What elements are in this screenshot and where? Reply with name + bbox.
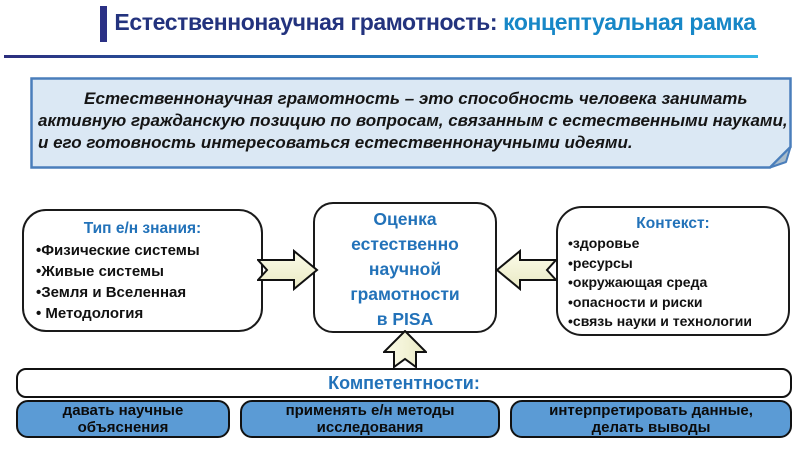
context-box: Контекст: •здоровье •ресурсы •окружающая… (556, 206, 790, 336)
definition-line: активную гражданскую позицию по вопросам… (38, 111, 788, 130)
context-title: Контекст: (636, 215, 710, 232)
notched-right-arrow-icon (257, 249, 319, 291)
title-divider (4, 55, 758, 58)
definition-callout: Естественнонаучная грамотность – это спо… (30, 77, 792, 169)
competency-line: делать выводы (591, 419, 711, 436)
definition-text: Естественнонаучная грамотность – это спо… (38, 88, 788, 154)
title-accent-bar (100, 6, 107, 42)
competency-line: интерпретировать данные, (549, 401, 753, 419)
competency-line: объяснения (77, 419, 169, 436)
competency-box-methods: применять е/н методы исследования (240, 400, 500, 438)
competency-line: исследования (316, 419, 424, 436)
knowledge-type-box: Тип е/н знания: •Физические системы •Жив… (22, 209, 263, 332)
list-item: •опасности и риски (568, 293, 703, 310)
page-title: Естественнонаучная грамотность: концепту… (70, 9, 800, 36)
list-item: •окружающая среда (568, 274, 708, 290)
list-item: •связь науки и технологии (568, 313, 752, 329)
notched-left-arrow-icon (495, 249, 557, 291)
center-line: Оценка (373, 209, 437, 229)
competency-box-explanations: давать научные объяснения (16, 400, 230, 438)
list-item: •ресурсы (568, 254, 633, 271)
definition-line: и его готовность интересоваться естестве… (38, 133, 633, 152)
center-line: научной (368, 259, 442, 279)
definition-line: Естественнонаучная грамотность – это спо… (84, 89, 748, 108)
competency-box-interpret: интерпретировать данные, делать выводы (510, 400, 792, 438)
competencies-title: Компетентности: (328, 372, 480, 393)
competency-line: давать научные (62, 401, 184, 419)
knowledge-type-title: Тип е/н знания: (83, 220, 202, 237)
page-title-part2: концептуальная рамка (497, 9, 756, 35)
center-line: грамотности (350, 284, 460, 304)
competency-line: применять е/н методы (285, 401, 455, 419)
center-line: в PISA (376, 309, 434, 329)
list-item: •Земля и Вселенная (36, 284, 187, 301)
competencies-bar: Компетентности: (16, 368, 792, 398)
pisa-assessment-text: Оценка естественно научной грамотности в… (315, 207, 495, 332)
list-item: •здоровье (568, 235, 640, 251)
pisa-assessment-box: Оценка естественно научной грамотности в… (313, 202, 497, 333)
list-item: •Физические системы (36, 242, 200, 259)
list-item: •Живые системы (36, 263, 164, 280)
context-list: •здоровье •ресурсы •окружающая среда •оп… (558, 234, 788, 332)
folded-corner-shape (30, 77, 792, 169)
center-line: естественно (351, 234, 459, 254)
notched-up-arrow-icon (383, 330, 427, 368)
knowledge-type-list: •Физические системы •Живые системы •Земл… (24, 240, 261, 324)
list-item: • Методология (36, 305, 144, 322)
folded-corner-icon (769, 146, 792, 169)
page-title-part1: Естественнонаучная грамотность: (114, 9, 498, 35)
